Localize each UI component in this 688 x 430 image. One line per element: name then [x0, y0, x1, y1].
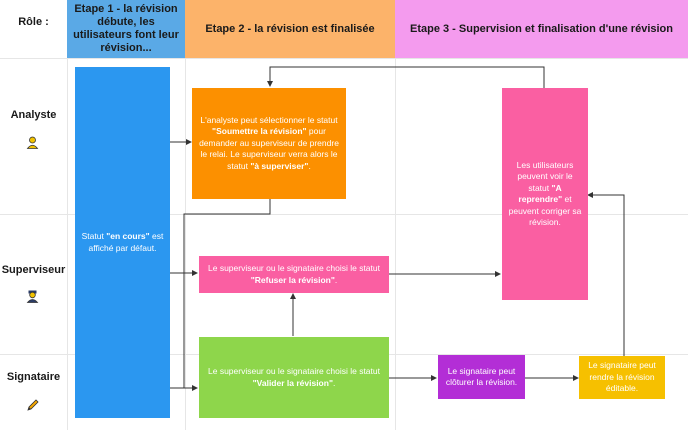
stage1-header: Etape 1 - la révision débute, les utilis…	[67, 0, 185, 58]
grid-line	[185, 0, 186, 430]
box-valider: Le superviseur ou le signataire choisi l…	[199, 337, 389, 418]
role-superviseur: Superviseur	[1, 264, 66, 276]
stage3-header: Etape 3 - Supervision et finalisation d'…	[395, 0, 688, 58]
grid-line	[395, 0, 396, 430]
grid-line	[0, 214, 688, 215]
box-en-cours: Statut "en cours" est affiché par défaut…	[75, 67, 170, 418]
supervisor-icon	[26, 290, 39, 306]
role-column-header: Rôle :	[18, 15, 49, 28]
stage2-header: Etape 2 - la révision est finalisée	[185, 0, 395, 58]
person-icon	[26, 136, 39, 152]
box-cloturer: Le signataire peut clôturer la révision.	[438, 355, 525, 399]
box-soumettre: L'analyste peut sélectionner le statut "…	[192, 88, 346, 199]
grid-line	[0, 58, 688, 59]
pencil-icon	[26, 398, 40, 415]
role-signataire: Signataire	[6, 371, 61, 383]
box-editable: Le signataire peut rendre la révision éd…	[579, 356, 665, 399]
box-reprendre: Les utilisateurs peuvent voir le statut …	[502, 88, 588, 300]
box-refuser: Le superviseur ou le signataire choisi l…	[199, 256, 389, 293]
grid-line	[67, 0, 68, 430]
role-analyste: Analyste	[10, 109, 57, 121]
